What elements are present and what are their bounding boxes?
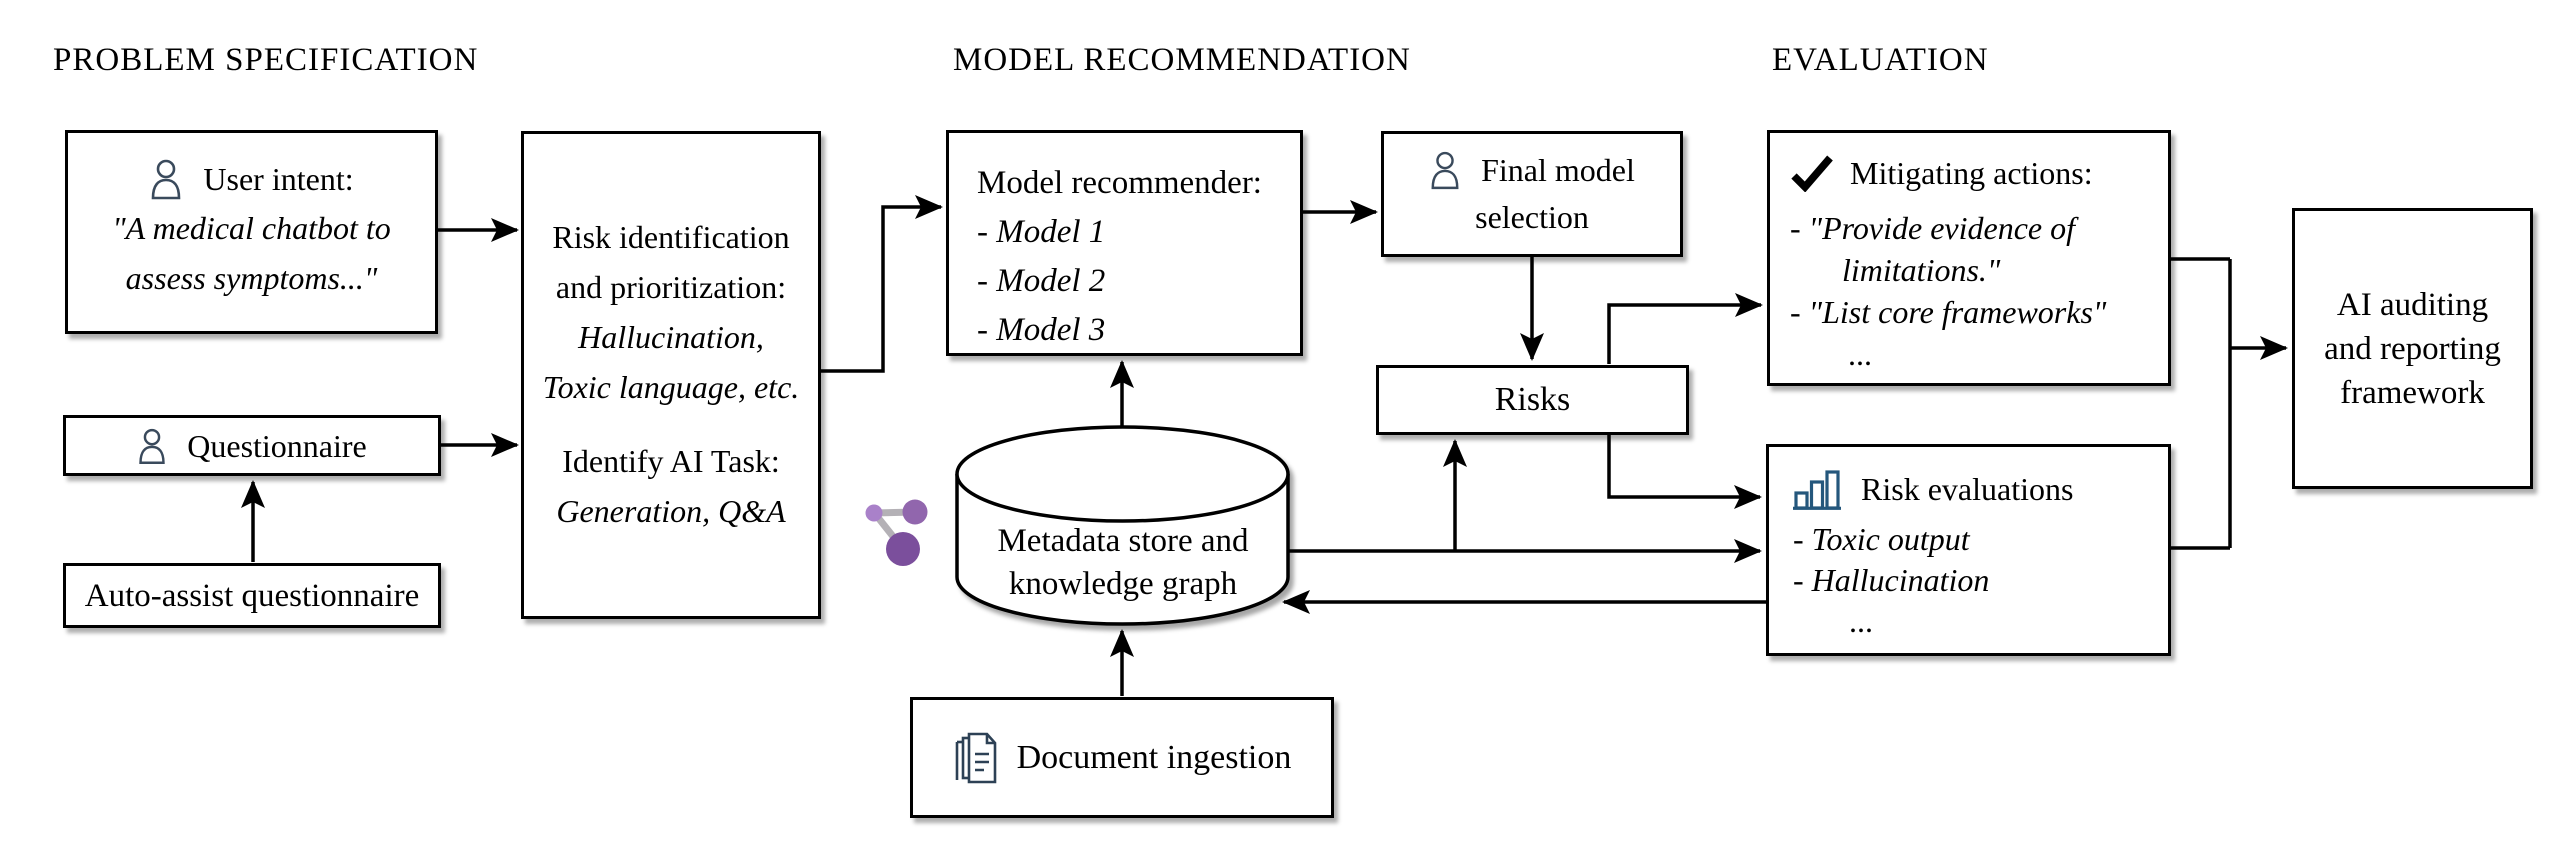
ai-auditing-line3: framework: [2340, 375, 2485, 411]
final-model-line2: selection: [1475, 199, 1589, 235]
document-ingestion-label: Document ingestion: [1016, 738, 1292, 776]
risk-eval-item1: - Toxic output: [1793, 521, 1970, 557]
node-user-intent: User intent: "A medical chatbot to asses…: [65, 130, 438, 334]
spacer: [524, 412, 818, 436]
arrow-riskid-to-modelrec: [820, 195, 943, 373]
mitigating-title-row: Mitigating actions:: [1790, 149, 2168, 197]
mitigating-item1a: - "Provide evidence of: [1790, 210, 2075, 246]
node-mitigating-actions: Mitigating actions: - "Provide evidence …: [1767, 130, 2171, 386]
user-intent-title: User intent:: [203, 161, 354, 197]
risk-id-line1: Risk identification: [552, 219, 790, 255]
mitigating-title: Mitigating actions:: [1850, 155, 2093, 191]
person-icon: [1431, 151, 1459, 190]
node-metadata-store: Metadata store and knowledge graph: [957, 520, 1289, 606]
person-icon: [152, 159, 181, 200]
ai-auditing-line1: AI auditing: [2336, 287, 2489, 323]
final-model-line1: Final model: [1481, 152, 1635, 188]
risk-id-line4: Toxic language, etc.: [542, 369, 800, 405]
check-icon: [1791, 155, 1833, 192]
metadata-store-line1: Metadata store and: [997, 523, 1249, 559]
header-problem-specification: PROBLEM SPECIFICATION: [53, 42, 479, 78]
node-auto-assist-questionnaire: Auto-assist questionnaire: [63, 563, 441, 628]
ai-auditing-line2: and reporting: [2324, 331, 2501, 367]
bar-chart-icon: [1793, 470, 1841, 510]
user-intent-quote-1: "A medical chatbot to: [112, 210, 391, 246]
node-ai-auditing: AI auditing and reporting framework: [2292, 208, 2533, 489]
database-cylinder-icon: [955, 425, 1290, 626]
header-model-recommendation: MODEL RECOMMENDATION: [953, 42, 1411, 78]
mitigating-item1b: limitations.": [1842, 252, 2001, 288]
risk-eval-title-row: Risk evaluations: [1793, 465, 2168, 513]
mitigating-ellipsis: ...: [1848, 336, 1872, 372]
questionnaire-label: Questionnaire: [187, 427, 367, 464]
graph-nodes-icon: [865, 499, 928, 566]
model-recommender-title: Model recommender:: [977, 165, 1262, 201]
node-risk-evaluations: Risk evaluations - Toxic output - Halluc…: [1766, 444, 2171, 656]
arrows: [241, 195, 2288, 696]
documents-icon: [955, 732, 996, 783]
mitigating-item2: - "List core frameworks": [1790, 294, 2107, 330]
node-model-recommender: Model recommender: - Model 1 - Model 2 -…: [946, 130, 1303, 356]
auto-assist-label: Auto-assist questionnaire: [84, 577, 420, 614]
arrow-risks-to-riskeval: [1607, 435, 1762, 509]
risk-id-line2: and prioritization:: [555, 269, 787, 305]
final-model-title-row: Final model: [1384, 146, 1680, 194]
user-intent-title-row: User intent:: [68, 155, 435, 203]
risks-label: Risks: [1494, 381, 1571, 418]
risk-id-line3: Hallucination,: [578, 319, 764, 355]
risk-eval-ellipsis: ...: [1849, 603, 1873, 639]
model-item-1: - Model 1: [977, 214, 1106, 250]
risk-id-line6: Generation, Q&A: [556, 493, 786, 529]
metadata-store-line2: knowledge graph: [1008, 566, 1238, 602]
model-item-3: - Model 3: [977, 312, 1106, 348]
person-icon: [139, 428, 165, 464]
node-document-ingestion: Document ingestion: [910, 697, 1334, 818]
risk-eval-item2: - Hallucination: [1793, 562, 1990, 598]
node-risk-identification: Risk identification and prioritization: …: [521, 131, 821, 619]
header-evaluation: EVALUATION: [1772, 42, 1989, 78]
node-final-model-selection: Final model selection: [1381, 131, 1683, 257]
risk-eval-title: Risk evaluations: [1861, 471, 2074, 507]
user-intent-quote-2: assess symptoms...": [125, 260, 378, 296]
node-questionnaire: Questionnaire: [63, 415, 441, 476]
node-risks: Risks: [1376, 365, 1689, 435]
risk-id-line5: Identify AI Task:: [562, 443, 780, 479]
arrow-risks-to-mitigating: [1607, 293, 1763, 364]
model-item-2: - Model 2: [977, 263, 1106, 299]
